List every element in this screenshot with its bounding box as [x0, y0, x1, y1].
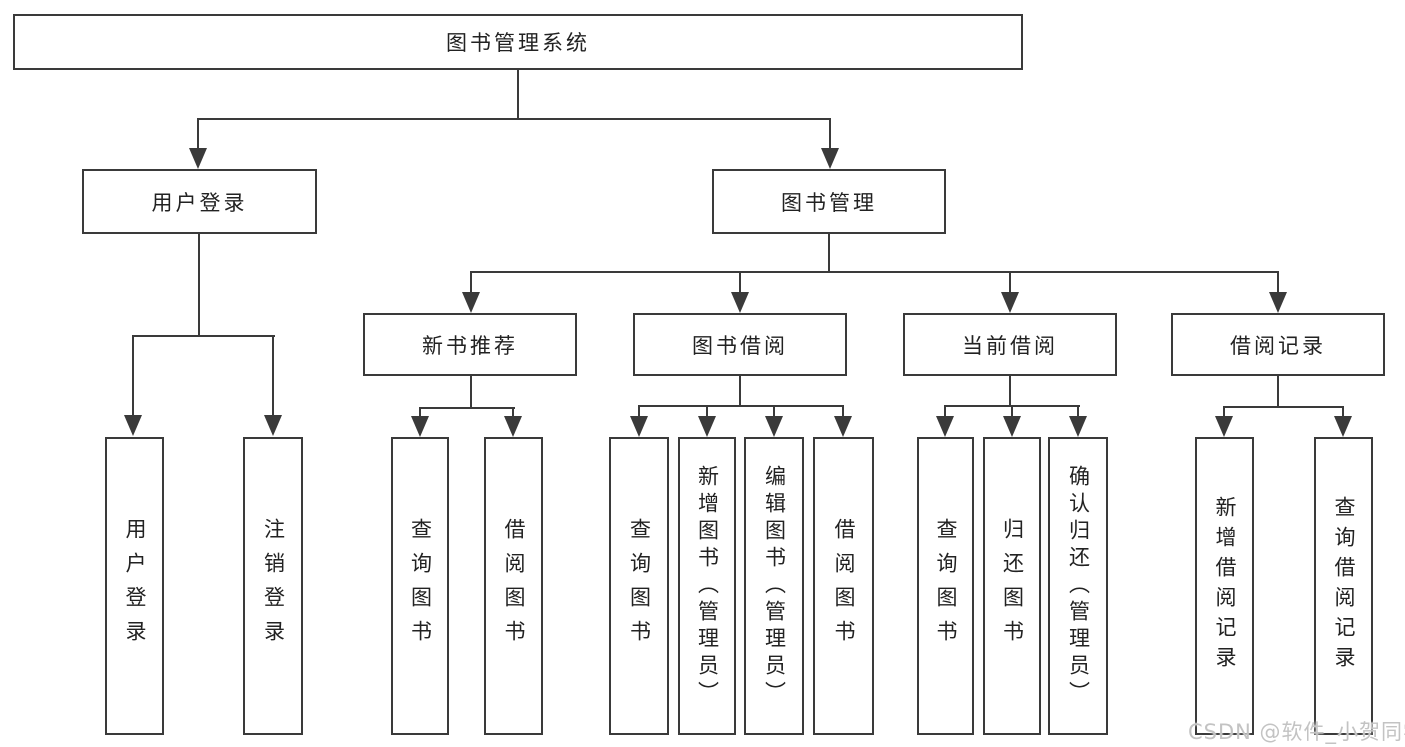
node-book-borrow: 图书借阅	[633, 313, 847, 376]
connector	[132, 335, 134, 418]
node-root: 图书管理系统	[13, 14, 1023, 70]
connector	[132, 335, 275, 337]
arrowhead	[731, 292, 749, 313]
leaf-return-book: 归还图书	[983, 437, 1041, 735]
connector	[1009, 376, 1011, 407]
leaf-add-borrow-record-label: 新增借阅记录	[1213, 496, 1237, 676]
leaf-borrow-books-recommend-label: 借阅图书	[502, 518, 526, 654]
arrowhead	[411, 416, 429, 437]
leaf-return-book-label: 归还图书	[1000, 518, 1025, 654]
connector	[512, 407, 514, 419]
leaf-query-borrow-record-label: 查询借阅记录	[1332, 496, 1356, 676]
connector	[739, 376, 741, 407]
arrowhead	[1001, 292, 1019, 313]
leaf-edit-book-admin-label: 编辑图书（管理员）	[762, 464, 787, 708]
watermark: CSDN @软件_小贺同学	[1188, 720, 1405, 744]
leaf-borrow-books-2: 借阅图书	[813, 437, 874, 735]
connector	[197, 118, 831, 120]
connector	[1277, 376, 1279, 408]
arrowhead	[462, 292, 480, 313]
connector	[419, 407, 515, 409]
connector	[197, 118, 199, 150]
arrowhead	[1069, 416, 1087, 437]
node-new-book-recommend-label: 新书推荐	[422, 333, 518, 358]
leaf-add-borrow-record: 新增借阅记录	[1195, 437, 1254, 735]
leaf-user-login: 用户登录	[105, 437, 164, 735]
node-borrow-records: 借阅记录	[1171, 313, 1385, 376]
connector	[706, 405, 708, 419]
connector	[198, 234, 200, 337]
leaf-add-book-admin-label: 新增图书（管理员）	[695, 464, 720, 708]
leaf-query-books-recommend-label: 查询图书	[408, 518, 433, 654]
connector	[829, 118, 831, 150]
connector	[828, 234, 830, 273]
arrowhead	[124, 415, 142, 436]
arrowhead	[834, 416, 852, 437]
arrowhead	[189, 148, 207, 169]
connector	[842, 405, 844, 419]
arrowhead	[765, 416, 783, 437]
leaf-edit-book-admin: 编辑图书（管理员）	[744, 437, 804, 735]
connector	[638, 405, 844, 407]
arrowhead	[630, 416, 648, 437]
node-user-login: 用户登录	[82, 169, 317, 234]
node-root-label: 图书管理系统	[446, 31, 590, 55]
arrowhead	[1269, 292, 1287, 313]
arrowhead	[504, 416, 522, 437]
node-book-management: 图书管理	[712, 169, 946, 234]
connector	[1009, 271, 1011, 295]
leaf-logout: 注销登录	[243, 437, 303, 735]
connector	[272, 335, 274, 418]
connector	[1011, 405, 1013, 419]
connector	[1277, 271, 1279, 295]
arrowhead	[936, 416, 954, 437]
connector	[419, 407, 421, 419]
leaf-query-books-current: 查询图书	[917, 437, 974, 735]
leaf-query-books-borrow-label: 查询图书	[627, 518, 652, 654]
leaf-confirm-return-admin-label: 确认归还（管理员）	[1066, 464, 1091, 708]
node-user-login-label: 用户登录	[151, 190, 248, 215]
connector	[1077, 405, 1079, 419]
leaf-logout-label: 注销登录	[261, 518, 286, 654]
arrowhead	[1215, 416, 1233, 437]
connector	[470, 271, 1279, 273]
node-current-borrow-label: 当前借阅	[962, 333, 1058, 358]
leaf-query-borrow-record: 查询借阅记录	[1314, 437, 1373, 735]
arrowhead	[821, 148, 839, 169]
leaf-borrow-books-recommend: 借阅图书	[484, 437, 543, 735]
leaf-query-books-borrow: 查询图书	[609, 437, 669, 735]
leaf-query-books-recommend: 查询图书	[391, 437, 449, 735]
arrowhead	[264, 415, 282, 436]
connector	[1223, 406, 1344, 408]
connector	[944, 405, 946, 419]
leaf-add-book-admin: 新增图书（管理员）	[678, 437, 736, 735]
node-book-borrow-label: 图书借阅	[692, 333, 788, 358]
node-borrow-records-label: 借阅记录	[1230, 333, 1326, 358]
arrowhead	[1334, 416, 1352, 437]
node-book-management-label: 图书管理	[781, 190, 877, 215]
connector	[517, 70, 519, 119]
connector	[470, 271, 472, 295]
connector	[1223, 406, 1225, 419]
leaf-borrow-books-2-label: 借阅图书	[832, 518, 856, 654]
connector	[638, 405, 640, 419]
arrowhead	[698, 416, 716, 437]
connector	[470, 376, 472, 409]
node-new-book-recommend: 新书推荐	[363, 313, 577, 376]
connector	[773, 405, 775, 419]
connector	[739, 271, 741, 295]
node-current-borrow: 当前借阅	[903, 313, 1117, 376]
connector	[1342, 406, 1344, 419]
arrowhead	[1003, 416, 1021, 437]
leaf-query-books-current-label: 查询图书	[934, 518, 958, 654]
leaf-user-login-label: 用户登录	[123, 518, 147, 654]
leaf-confirm-return-admin: 确认归还（管理员）	[1048, 437, 1108, 735]
